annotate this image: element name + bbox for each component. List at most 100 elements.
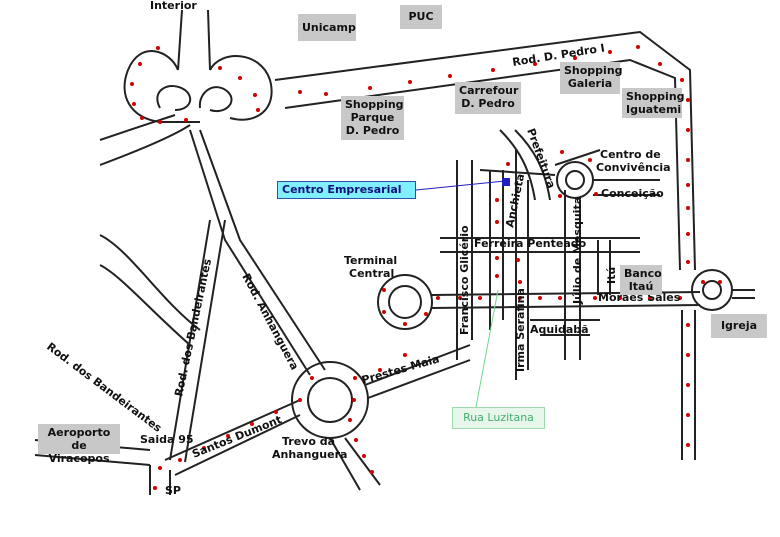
route-dot [458, 296, 462, 300]
route-dot [506, 162, 510, 166]
roundabout-trevo [291, 361, 369, 439]
route-dot [495, 220, 499, 224]
rua-luzitana-label: Rua Luzitana [452, 407, 545, 429]
route-dot [608, 50, 612, 54]
route-dot [253, 93, 257, 97]
route-dot [516, 258, 520, 262]
route-dot [686, 158, 690, 162]
label-trevo-2: Anhanguera [272, 448, 347, 461]
route-dot [686, 443, 690, 447]
route-dot [588, 158, 592, 162]
route-dot [354, 438, 358, 442]
label-santos-dumont: Santos Dumont [190, 413, 283, 461]
route-dot [226, 434, 230, 438]
route-dot [156, 46, 160, 50]
route-dot [436, 296, 440, 300]
road-grid-h [440, 237, 640, 336]
label-saida-95: Saida 95 [140, 433, 194, 446]
landmark-unicamp: Unicamp [298, 14, 356, 41]
roundabout-convivencia [556, 161, 594, 199]
road-bandeirantes-left [99, 234, 201, 346]
route-dot [686, 183, 690, 187]
pointer-rua-luzitana [475, 289, 499, 408]
route-dot [408, 80, 412, 84]
marker-centro-empresarial [502, 178, 510, 186]
route-dot [491, 68, 495, 72]
label-rod-bandeirantes-2: Rod. dos Bandeirantes [44, 340, 164, 435]
label-conceicao: Conceição [601, 187, 664, 200]
roundabout-trevo-inner [307, 377, 353, 423]
route-dot [495, 274, 499, 278]
route-dot [495, 256, 499, 260]
route-dot [686, 232, 690, 236]
route-dot [178, 458, 182, 462]
label-interior: Interior [150, 0, 197, 12]
route-dot [403, 322, 407, 326]
route-dot [153, 486, 157, 490]
road-loop-inner [156, 85, 233, 113]
roundabout-right-inner [702, 280, 722, 300]
route-dot [678, 296, 682, 300]
road-conceicao [479, 149, 660, 196]
road-sp [149, 465, 171, 495]
route-dot [382, 310, 386, 314]
route-dot [658, 62, 662, 66]
route-dot [158, 466, 162, 470]
label-prefeitura: Prefeitura [524, 127, 558, 191]
route-dot [368, 86, 372, 90]
road-grid-v [456, 150, 611, 380]
route-dot [573, 56, 577, 60]
route-dot [362, 454, 366, 458]
route-dot [558, 194, 562, 198]
roundabout-convivencia-inner [565, 170, 585, 190]
route-dot [352, 398, 356, 402]
label-terminal: Terminal [344, 254, 397, 267]
roundabout-terminal [377, 274, 433, 330]
route-dot [718, 280, 722, 284]
label-centro-convivencia-1: Centro de [600, 148, 661, 161]
route-dot [648, 296, 652, 300]
route-dot [274, 410, 278, 414]
label-aquidaba: Aquidabã [530, 323, 589, 336]
route-dot [686, 413, 690, 417]
route-dot [701, 280, 705, 284]
road-loop-left [123, 50, 273, 123]
route-dot [518, 296, 522, 300]
centro-empresarial-label: Centro Empresarial [277, 181, 416, 199]
route-dot [250, 422, 254, 426]
route-dot [353, 376, 357, 380]
route-dot [686, 323, 690, 327]
route-dot [636, 45, 640, 49]
route-dot [218, 66, 222, 70]
route-dots [130, 45, 722, 490]
label-trevo-1: Trevo da [282, 435, 335, 448]
route-dot [184, 118, 188, 122]
route-dot [310, 376, 314, 380]
road-left-spur [99, 114, 191, 166]
label-francisco-glicerio: Francisco Glicério [458, 225, 471, 335]
route-dot [324, 92, 328, 96]
label-sp: SP [165, 484, 181, 497]
road-santos-dumont [164, 399, 301, 476]
route-dot [382, 288, 386, 292]
route-dot [686, 383, 690, 387]
route-dot [132, 102, 136, 106]
label-central: Central [349, 267, 394, 280]
road-trevo-exits [329, 344, 471, 491]
route-dot [518, 280, 522, 284]
route-dot [256, 108, 260, 112]
label-itu: Itú [605, 267, 618, 284]
route-dot [686, 353, 690, 357]
route-dot [686, 206, 690, 210]
route-dot [202, 446, 206, 450]
route-dot [378, 368, 382, 372]
label-prestes-maia: Prestes Maia [360, 352, 441, 387]
route-dot [538, 296, 542, 300]
route-dot [618, 296, 622, 300]
route-dot [348, 418, 352, 422]
